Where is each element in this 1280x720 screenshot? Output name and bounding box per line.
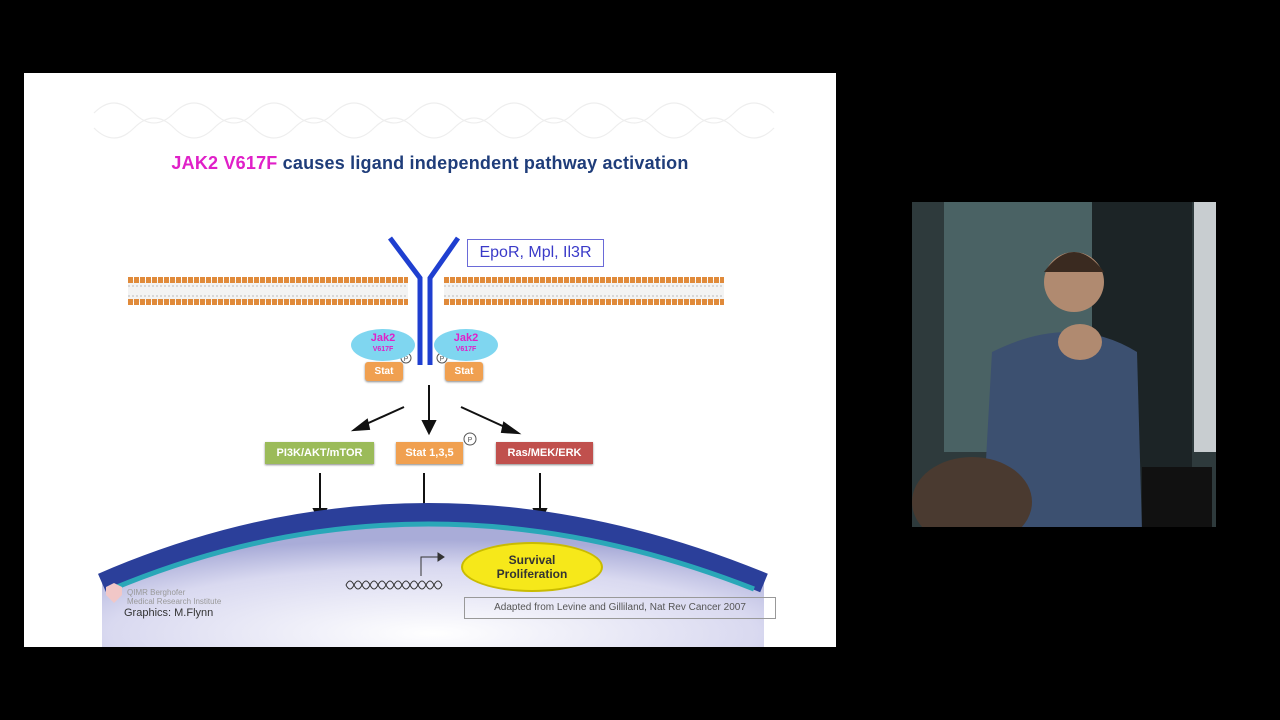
watermark-pattern [93,102,775,139]
pathway-ras: Ras/MEK/ERK [496,442,593,464]
jak2-right-sub: V617F [455,346,477,353]
citation-box: Adapted from Levine and Gilliland, Nat R… [464,597,776,619]
outcome-line1: Survival [508,553,556,567]
phospho-label-3: P [468,437,473,444]
pathway-stat: Stat 1,3,5 [396,442,463,464]
receptor-shape [388,236,461,365]
jak2-left-label: Jak2 [370,332,396,344]
nucleus [98,503,768,647]
jak2-left-sub: V617F [372,346,394,353]
logo-sub: Medical Research Institute [127,597,222,606]
jak2-left: Jak2 V617F [351,329,415,361]
graphics-credit: Graphics: M.Flynn [124,607,214,619]
pathway-diagram: P P P [93,102,775,647]
pathway-pi3k: PI3K/AKT/mTOR [265,442,374,464]
speaker-image [912,202,1216,527]
jak2-right-label: Jak2 [453,332,479,344]
qimr-logo-icon [106,583,122,603]
phospho-markers [400,352,477,446]
logo-name: QIMR Berghofer [127,588,186,597]
dna-strand [345,552,445,590]
survival-proliferation-oval: Survival Proliferation [461,542,603,592]
membrane-left [128,277,408,305]
presentation-slide: P P P JAK2 V617F causes ligand independe… [24,73,836,647]
stat-left: Stat [365,362,403,381]
speaker-video [912,202,1216,527]
jak2-right: Jak2 V617F [434,329,498,361]
receptor-label: EpoR, Mpl, Il3R [467,239,604,267]
logo-text: QIMR Berghofer Medical Research Institut… [127,588,221,606]
outcome-line2: Proliferation [496,567,568,581]
stat-right: Stat [445,362,483,381]
phospho-label-2: P [440,356,445,363]
title-rest: causes ligand independent pathway activa… [277,153,689,173]
membrane-right [444,277,724,305]
title-highlight: JAK2 V617F [171,153,278,173]
slide-title: JAK2 V617F causes ligand independent pat… [24,153,836,174]
phospho-label-1: P [404,356,409,363]
